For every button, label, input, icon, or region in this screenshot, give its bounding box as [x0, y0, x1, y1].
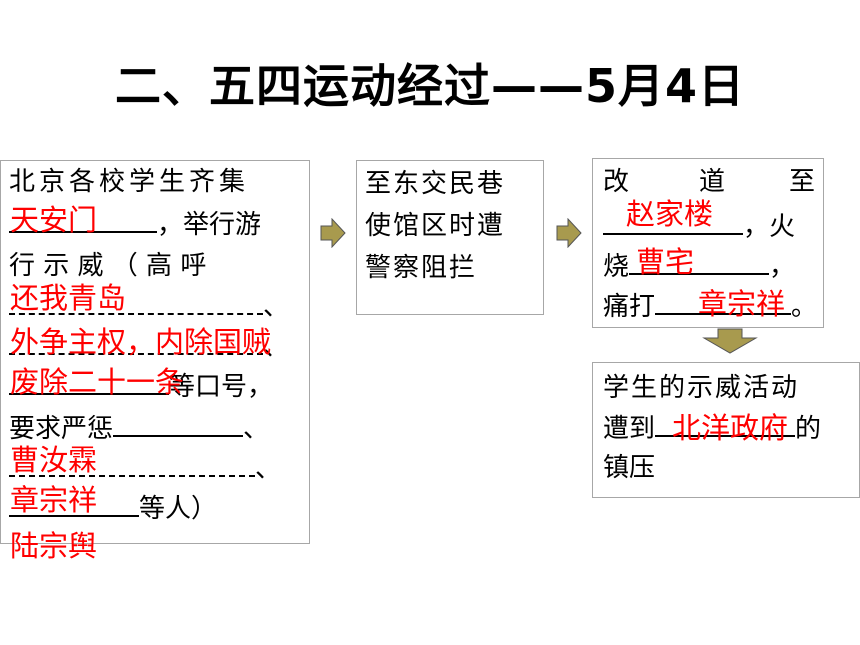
page-title: 二、五四运动经过——5月4日: [114, 59, 745, 113]
box3-line4-suffix: 。: [791, 292, 818, 322]
answer-feichu: 废除二十一条: [10, 365, 185, 399]
answer-zhangzongxiang-2: 章宗祥: [698, 287, 786, 321]
box1-line3: 行 示 威 （ 高 呼: [9, 251, 207, 281]
box3-word2: 道: [699, 167, 726, 197]
box-zhaojialou: 改 道 至 ，火 烧， 痛打。: [592, 158, 824, 328]
blank: [9, 489, 139, 517]
answer-beiyang: 北洋政府: [672, 411, 789, 445]
box2-line1: 至东交民巷: [365, 169, 506, 199]
box4-line3: 镇压: [603, 453, 656, 483]
box-suppression: 学生的示威活动 遭到 的 镇压: [592, 362, 860, 498]
box3-line3-text: 烧: [603, 252, 630, 282]
blank: [9, 449, 255, 477]
box3-line3: 烧，: [603, 247, 795, 286]
answer-zhangzongxiang-1: 章宗祥: [10, 483, 98, 517]
box-blocked: 至东交民巷 使馆区时遭 警察阻拦: [356, 160, 544, 315]
box3-line3-suffix: ，: [769, 252, 796, 282]
box1-line9-text: 等人）: [139, 494, 218, 524]
box1-line5: 、: [9, 327, 289, 366]
box1-line8: 、: [9, 449, 281, 488]
blank: [113, 409, 244, 437]
answer-huanwoqingdao: 还我青岛: [10, 281, 127, 315]
blank: [9, 327, 263, 355]
blank: [603, 207, 743, 235]
box3-line4: 痛打 。: [603, 287, 817, 326]
box4-line2-text: 遭到: [603, 414, 656, 444]
arrow-right-icon: [556, 218, 582, 248]
box1-line7: 要求严惩 、: [9, 409, 269, 448]
box4-line1: 学生的示威活动: [603, 373, 800, 403]
answer-zhaojialou: 赵家楼: [626, 197, 714, 231]
answer-tiananmen: 天安门: [10, 203, 98, 237]
box1-line5-text: 、: [263, 332, 290, 362]
arrow-down-icon: [702, 328, 758, 354]
answer-caorulin: 曹汝霖: [10, 443, 98, 477]
blank: [655, 287, 792, 315]
box1-line4: 、: [9, 287, 289, 326]
box4-line2: 遭到 的: [603, 409, 821, 448]
box2-line3: 警察阻拦: [365, 253, 478, 283]
answer-caozhai: 曹宅: [636, 245, 695, 279]
box1-line9: 等人）: [9, 489, 217, 528]
box1-line8-text: 、: [255, 454, 282, 484]
blank: [629, 247, 770, 275]
box1-line6-text: 等口号，: [169, 372, 274, 402]
arrow-right-icon: [320, 218, 346, 248]
blank: [9, 205, 157, 233]
box1-line1: 北京各校学生齐集: [9, 167, 250, 197]
box1-line2-text: ，举行游: [157, 210, 262, 240]
box4-line2-suffix: 的: [795, 414, 822, 444]
box1-line6: 等口号，: [9, 367, 273, 406]
box3-line4-text: 痛打: [603, 292, 656, 322]
blank: [9, 367, 169, 395]
box1-line4-text: 、: [263, 292, 290, 322]
answer-luzongyu: 陆宗舆: [10, 529, 98, 563]
box2-line2: 使馆区时遭: [365, 211, 506, 241]
answer-waizheng: 外争主权，内除国贼: [10, 325, 272, 359]
box-gathering: 北京各校学生齐集 ，举行游 行 示 威 （ 高 呼 、 、 等口号， 要求严惩、…: [0, 160, 310, 544]
box1-line7-text: 要求严惩: [9, 414, 114, 444]
box1-line7-suffix: 、: [243, 414, 270, 444]
box3-line2-text: ，火: [743, 212, 796, 242]
blank: [655, 409, 796, 437]
box3-word1: 改: [603, 167, 630, 197]
box3-word3: 至: [789, 167, 816, 197]
blank: [9, 287, 263, 315]
box1-line2: ，举行游: [9, 205, 261, 244]
box3-line2: ，火: [603, 207, 795, 246]
